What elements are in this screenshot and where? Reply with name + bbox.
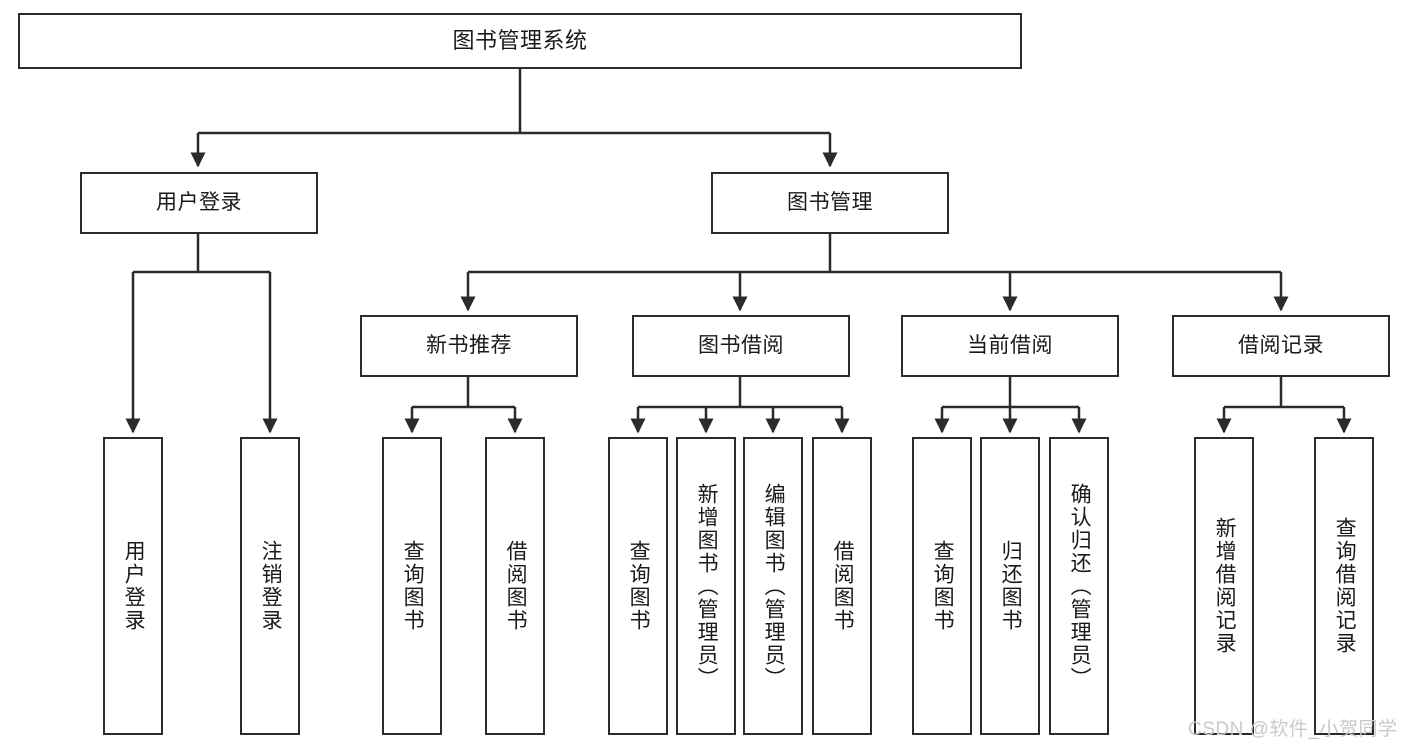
leaf-borrow-query-book[interactable]: 查询图书 (608, 437, 668, 735)
node-root-system[interactable]: 图书管理系统 (18, 13, 1022, 69)
leaf-label: 归还图书 (999, 540, 1023, 632)
leaf-label: 确认归还（管理员） (1068, 482, 1092, 690)
leaf-record-query-record[interactable]: 查询借阅记录 (1314, 437, 1374, 735)
leaf-label: 用户登录 (122, 540, 146, 632)
leaf-current-return-book[interactable]: 归还图书 (980, 437, 1040, 735)
leaf-current-confirm-return-admin[interactable]: 确认归还（管理员） (1049, 437, 1109, 735)
leaf-borrow-add-book-admin[interactable]: 新增图书（管理员） (676, 437, 736, 735)
node-user-login[interactable]: 用户登录 (80, 172, 318, 234)
node-current-borrow[interactable]: 当前借阅 (901, 315, 1119, 377)
leaf-borrow-borrow-book[interactable]: 借阅图书 (812, 437, 872, 735)
node-borrow-record[interactable]: 借阅记录 (1172, 315, 1390, 377)
leaf-label: 查询图书 (401, 540, 425, 632)
leaf-label: 查询图书 (931, 540, 955, 632)
leaf-record-add-record[interactable]: 新增借阅记录 (1194, 437, 1254, 735)
leaf-label: 借阅图书 (831, 540, 855, 632)
node-new-book-recommend[interactable]: 新书推荐 (360, 315, 578, 377)
leaf-user-login-login[interactable]: 用户登录 (103, 437, 163, 735)
csdn-watermark: CSDN @软件_小贺同学 (1188, 719, 1398, 740)
leaf-label: 编辑图书（管理员） (762, 482, 786, 690)
node-book-management[interactable]: 图书管理 (711, 172, 949, 234)
leaf-borrow-edit-book-admin[interactable]: 编辑图书（管理员） (743, 437, 803, 735)
leaf-label: 查询借阅记录 (1333, 517, 1357, 655)
leaf-recommend-borrow-book[interactable]: 借阅图书 (485, 437, 545, 735)
node-book-borrow[interactable]: 图书借阅 (632, 315, 850, 377)
leaf-user-login-logout[interactable]: 注销登录 (240, 437, 300, 735)
leaf-recommend-query-book[interactable]: 查询图书 (382, 437, 442, 735)
leaf-label: 新增借阅记录 (1213, 517, 1237, 655)
leaf-label: 注销登录 (259, 540, 283, 632)
leaf-label: 新增图书（管理员） (695, 482, 719, 690)
leaf-current-query-book[interactable]: 查询图书 (912, 437, 972, 735)
leaf-label: 借阅图书 (504, 540, 528, 632)
leaf-label: 查询图书 (627, 540, 651, 632)
